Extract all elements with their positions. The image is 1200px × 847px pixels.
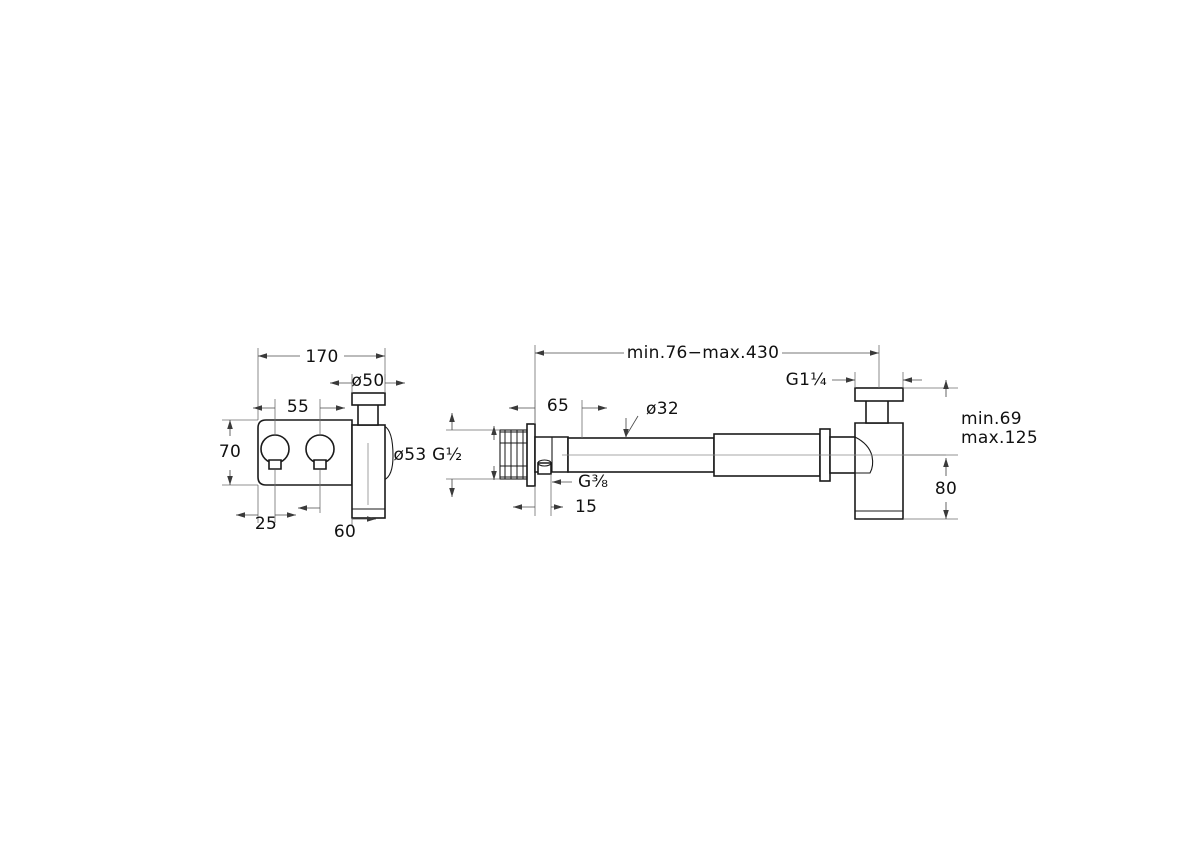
dim-55-label: 55 (287, 397, 309, 417)
dim-80-label: 80 (935, 479, 957, 499)
spout-neck (357, 403, 379, 426)
dim-g38-label: G⅜ (578, 472, 608, 492)
spout-body (351, 424, 386, 519)
branch-fitting (537, 462, 552, 475)
dim-length-label: min.76−max.430 (627, 343, 779, 363)
right-view-dimensions: min.76−max.430 65 ø32 ø53 G½ G⅜ (394, 343, 1038, 520)
dim-70-label: 70 (219, 442, 241, 462)
trap-top-cap (854, 387, 904, 402)
inlet-thread-body (499, 429, 528, 480)
dim-60-label: 60 (334, 522, 356, 542)
wall-flange-plate (526, 423, 536, 487)
dim-d32-label: ø32 (646, 399, 679, 419)
mixer-handle-right (305, 434, 335, 464)
dim-g114-label: G1¼ (786, 370, 827, 390)
dim-65-label: 65 (547, 396, 569, 416)
dim-170-label: 170 (305, 347, 338, 367)
left-view-mixer-geometry (257, 392, 394, 519)
right-view-trap-geometry (499, 387, 946, 520)
dim-25-label: 25 (255, 514, 277, 534)
bottle-trap-body (854, 422, 904, 520)
leader-d32 (625, 415, 639, 437)
spout-side-profile (383, 425, 394, 481)
dim-max125-label: max.125 (961, 428, 1038, 448)
inlet-thread-hatching (500, 430, 527, 479)
dim-d50-label: ø50 (352, 371, 385, 391)
dim-15-label: 15 (575, 497, 597, 517)
dim-d53-g12-label: ø53 G½ (394, 445, 463, 465)
branch-fitting-top (537, 459, 552, 467)
spout-cap (351, 392, 386, 406)
trap-neck (865, 399, 889, 424)
dim-min69-label: min.69 (961, 409, 1022, 429)
mixer-handle-left (260, 434, 290, 464)
left-view-dimensions: 170 ø50 55 70 25 (219, 347, 405, 542)
mixer-handle-right-stem (313, 459, 327, 470)
trap-shoulder-curve (854, 436, 874, 474)
mixer-handle-left-stem (268, 459, 282, 470)
